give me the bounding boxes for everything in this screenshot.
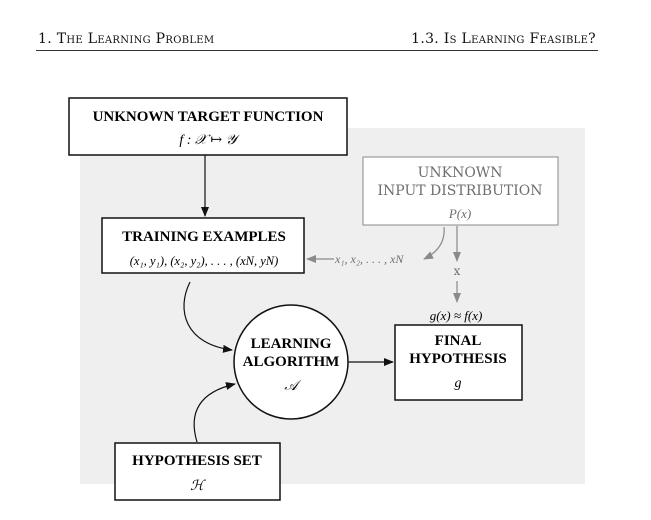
hypothesis-set-box: HYPOTHESIS SET ℋ xyxy=(114,442,281,501)
x-label: x xyxy=(454,264,461,278)
learning-algorithm-circle: LEARNING ALGORITHM 𝒜 xyxy=(233,304,349,420)
input-distribution-box: UNKNOWN INPUT DISTRIBUTION P(x) xyxy=(362,156,559,226)
header-right-title: 1.3. Is Learning Feasible? xyxy=(411,31,596,47)
final-line2: HYPOTHESIS xyxy=(409,351,507,367)
target-function-title: UNKNOWN TARGET FUNCTION xyxy=(93,109,324,125)
final-line1: FINAL xyxy=(435,333,482,349)
arrow-distribution-to-inputs xyxy=(423,226,445,260)
training-examples-formula: (x₁, y₁), (x₂, y₂), . . . , (xN, yN) xyxy=(130,254,279,268)
learning-line2: ALGORITHM xyxy=(243,354,340,370)
arrow-training-to-learning xyxy=(183,281,233,353)
header-rule xyxy=(36,50,598,51)
distribution-line1: UNKNOWN xyxy=(418,165,503,181)
final-symbol: g xyxy=(455,376,462,391)
hypothesis-set-title: HYPOTHESIS SET xyxy=(132,453,262,469)
hypothesis-set-symbol: ℋ xyxy=(190,479,206,494)
approx-label: g(x) ≈ f(x) xyxy=(430,308,483,323)
learning-symbol: 𝒜 xyxy=(284,379,301,394)
distribution-line2: INPUT DISTRIBUTION xyxy=(378,183,543,199)
final-hypothesis-box: FINAL HYPOTHESIS g xyxy=(394,324,523,401)
training-examples-title: TRAINING EXAMPLES xyxy=(122,229,286,245)
inputs-label: x₁, x₂, . . . , xN xyxy=(334,252,404,266)
training-examples-box: TRAINING EXAMPLES (x₁, y₁), (x₂, y₂), . … xyxy=(101,217,305,274)
learning-line1: LEARNING xyxy=(251,336,332,352)
header-left-title: 1. The Learning Problem xyxy=(38,31,215,47)
distribution-formula: P(x) xyxy=(448,206,471,221)
arrow-hypothesis-to-learning xyxy=(193,382,236,443)
target-function-formula: f : 𝒳 ↦ 𝒴 xyxy=(179,133,240,148)
target-function-box: UNKNOWN TARGET FUNCTION f : 𝒳 ↦ 𝒴 xyxy=(68,97,348,156)
